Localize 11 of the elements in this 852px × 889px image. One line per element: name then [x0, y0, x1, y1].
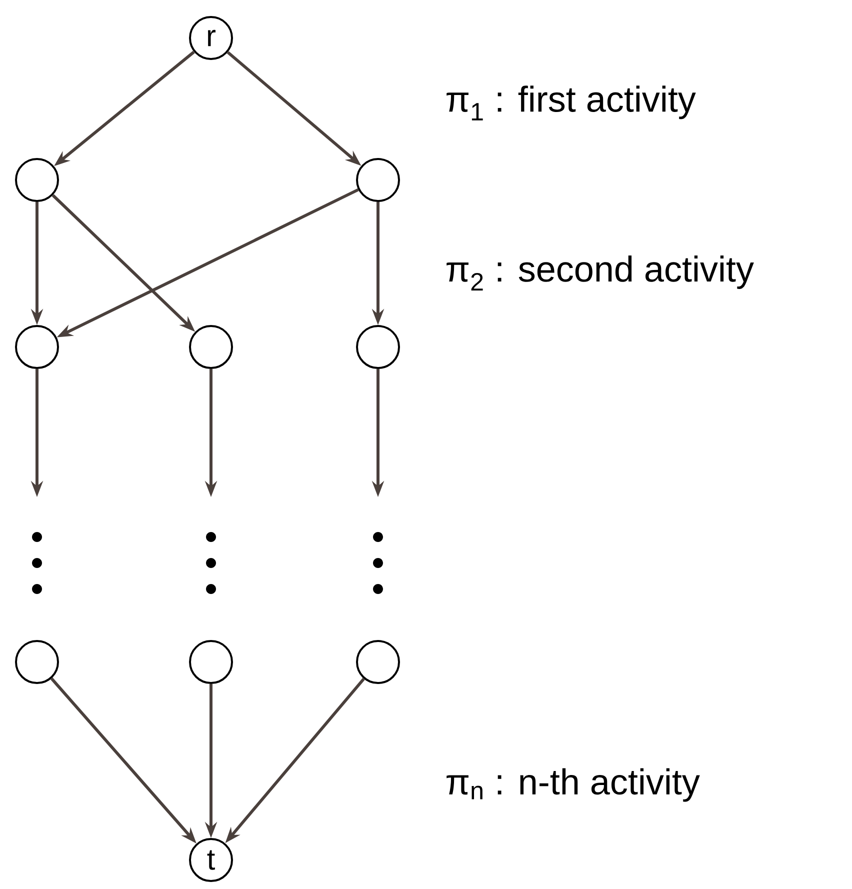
- circle-node: [356, 325, 400, 369]
- circle-node: [15, 325, 59, 369]
- activity-label: π$_{n}$ : n-th activity: [446, 768, 700, 802]
- circle-node: [15, 640, 59, 684]
- activity-label: π$_{1}$ : first activity: [446, 86, 696, 120]
- circle-node: [15, 158, 59, 202]
- circle-node: [189, 640, 233, 684]
- circle-node: [356, 640, 400, 684]
- activity-label: π$_{2}$ : second activity: [446, 255, 754, 291]
- circle-node: [356, 158, 400, 202]
- circle-node: [189, 325, 233, 369]
